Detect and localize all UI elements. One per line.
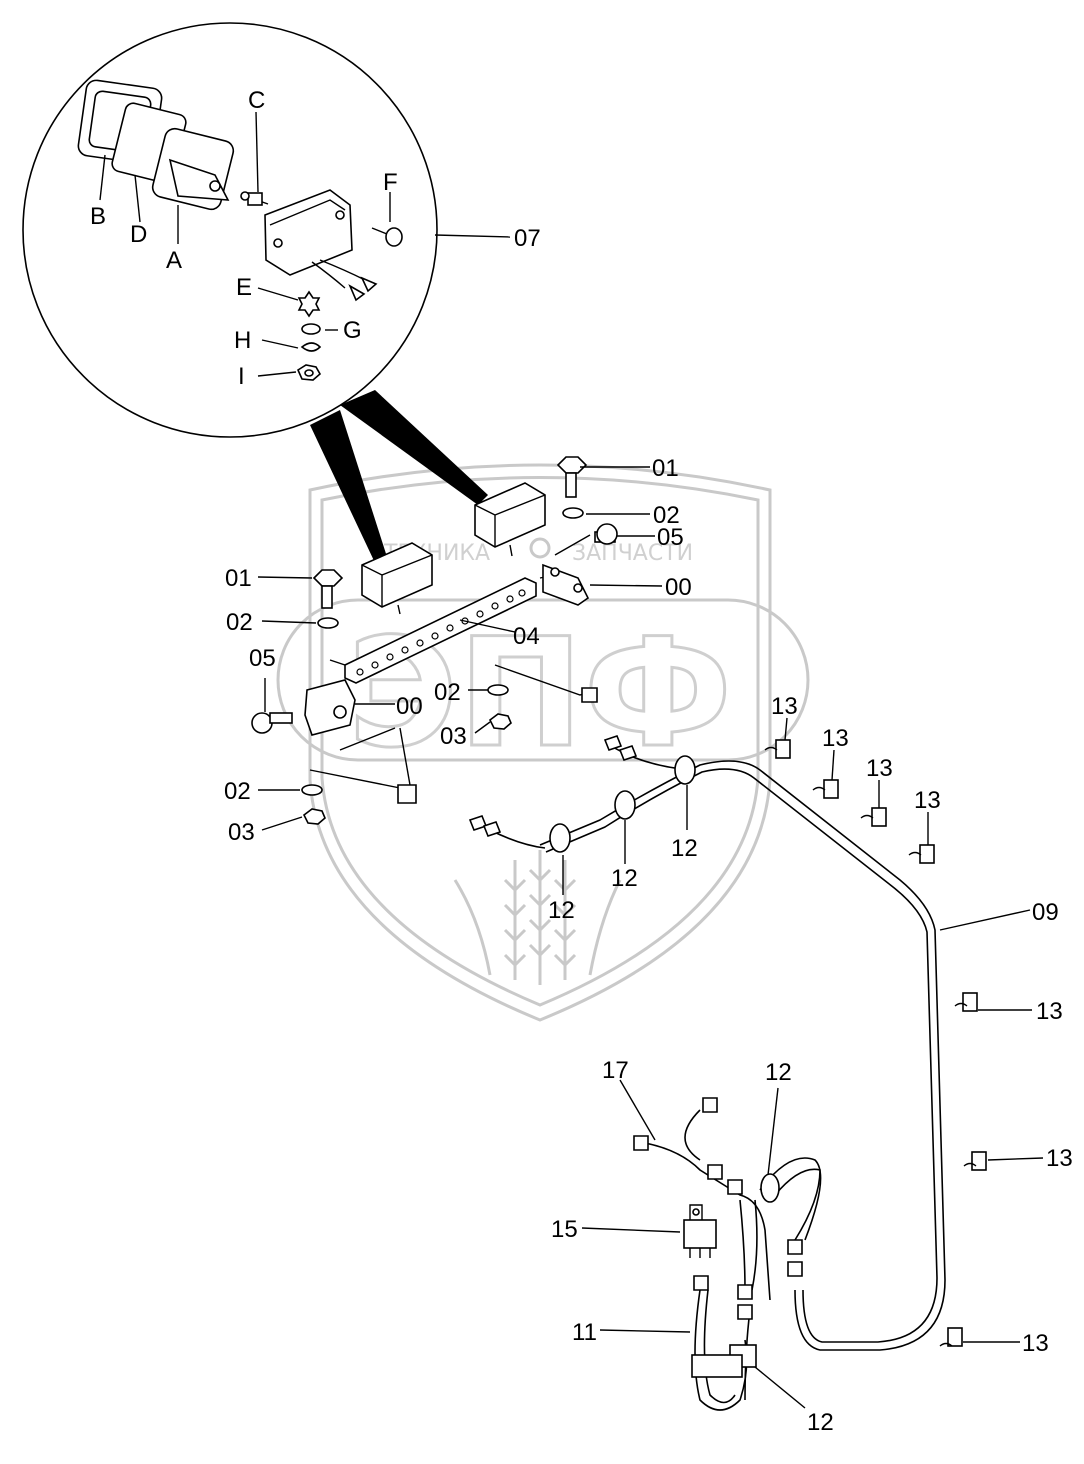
label-i: I xyxy=(238,363,245,390)
detail-circle xyxy=(22,22,438,438)
bracket-left xyxy=(304,679,417,804)
detail-labels: B D A C F E G H I xyxy=(90,87,398,390)
callout-labels: 07 01 02 05 00 01 02 04 05 00 02 03 02 0… xyxy=(224,225,1073,1436)
spring-washer-h xyxy=(300,342,322,352)
callout-05-right: 05 xyxy=(657,524,684,551)
callout-13-d: 13 xyxy=(914,787,941,814)
callout-01-right: 01 xyxy=(652,455,679,482)
label-b: B xyxy=(90,203,106,230)
clip-13-c xyxy=(860,807,887,827)
label-d: D xyxy=(130,221,147,248)
clip-13-a xyxy=(764,739,791,759)
lamp-body xyxy=(264,189,378,302)
callout-15: 15 xyxy=(551,1216,578,1243)
leader-lines xyxy=(257,234,1044,1409)
watermark-wheat-icon xyxy=(453,850,622,985)
callout-13-g: 13 xyxy=(1022,1330,1049,1357)
nut-03-mid xyxy=(488,713,512,730)
lower-harness xyxy=(633,1097,822,1411)
callout-11: 11 xyxy=(572,1319,597,1346)
bolt-05-right xyxy=(594,523,618,545)
callout-04: 04 xyxy=(513,623,540,650)
bolt-05-left xyxy=(251,712,293,734)
callout-13-b: 13 xyxy=(822,725,849,752)
callout-12-e: 12 xyxy=(807,1409,834,1436)
bolt-01-right xyxy=(556,456,588,498)
callout-03-low: 03 xyxy=(228,819,255,846)
label-a: A xyxy=(166,247,182,274)
bracket-right xyxy=(494,534,598,703)
washer-02-mid xyxy=(487,684,509,696)
callout-17: 17 xyxy=(602,1057,629,1084)
work-lamp-right xyxy=(474,482,546,557)
callout-13-a: 13 xyxy=(771,693,798,720)
callout-02-low: 02 xyxy=(224,778,251,805)
callout-12-d: 12 xyxy=(765,1059,792,1086)
label-g: G xyxy=(343,317,362,344)
washer-02-left xyxy=(317,617,339,629)
callout-12-b: 12 xyxy=(611,865,638,892)
projection-right xyxy=(340,390,488,505)
clip-13-d xyxy=(908,844,935,864)
label-e: E xyxy=(236,274,252,301)
callout-05-left: 05 xyxy=(249,645,276,672)
callout-09: 09 xyxy=(1032,899,1059,926)
callout-00-right: 00 xyxy=(665,574,692,601)
washer-02-low xyxy=(301,784,323,796)
callout-00-left: 00 xyxy=(396,693,423,720)
relay-15 xyxy=(683,1204,717,1258)
callout-12-c: 12 xyxy=(548,897,575,924)
callout-02-left: 02 xyxy=(226,609,253,636)
lamp-housing-a xyxy=(151,127,235,211)
star-washer-e xyxy=(297,290,321,318)
callout-07: 07 xyxy=(514,225,541,252)
bulb-c xyxy=(240,191,269,206)
screw-f xyxy=(371,227,403,247)
clip-13-b xyxy=(812,779,839,799)
bolt-01-left xyxy=(312,569,344,609)
callout-13-f: 13 xyxy=(1046,1145,1073,1172)
callout-13-e: 13 xyxy=(1036,998,1063,1025)
watermark-right-text: ЗАПЧАСТИ xyxy=(572,541,693,566)
nut-i xyxy=(296,364,322,381)
upper-harness xyxy=(468,735,946,1351)
clip-13-g xyxy=(939,1327,963,1347)
projection-left xyxy=(310,410,388,565)
mounting-bar xyxy=(329,574,556,684)
label-h: H xyxy=(234,327,251,354)
callout-03-mid: 03 xyxy=(440,723,467,750)
clip-13-f xyxy=(963,1151,987,1171)
washer-02-right xyxy=(562,507,584,519)
callout-01-left: 01 xyxy=(225,565,252,592)
clip-13-e xyxy=(954,992,978,1012)
callout-12-a: 12 xyxy=(671,835,698,862)
work-lamp-left xyxy=(361,542,433,615)
label-c: C xyxy=(248,87,265,114)
callout-13-c: 13 xyxy=(866,755,893,782)
nut-03-low xyxy=(302,808,326,825)
callout-02-right: 02 xyxy=(653,502,680,529)
label-f: F xyxy=(383,169,398,196)
callout-02-mid: 02 xyxy=(434,679,461,706)
washer-g xyxy=(301,323,321,335)
